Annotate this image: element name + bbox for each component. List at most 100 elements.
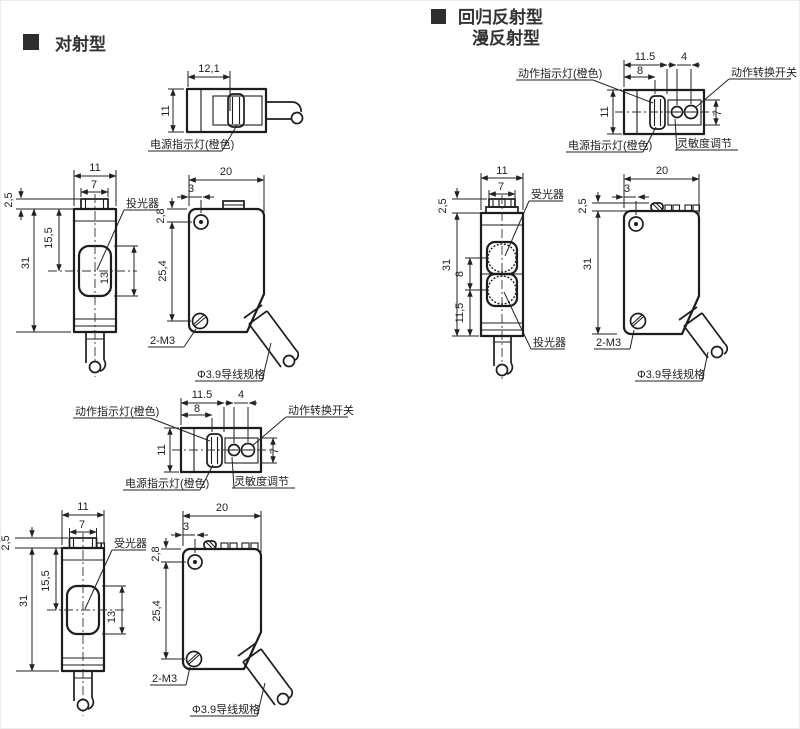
cable bbox=[266, 101, 304, 125]
cable bbox=[243, 304, 300, 368]
label-cable-spec: Φ3.9导线规格 bbox=[197, 367, 265, 381]
leader-line bbox=[701, 351, 709, 382]
label-sensitivity: 灵敏度调节 bbox=[234, 474, 289, 488]
view-emitter-side: 20 3 2,8 25,4 2-M3 Φ3.9导线规格 bbox=[148, 166, 300, 382]
dim-width: 11 bbox=[496, 165, 507, 177]
view-reflective-front: 11 7 2,5 31 8 11,5 受光器 投光器 bbox=[437, 165, 566, 381]
section-title-through-beam: 对射型 bbox=[23, 34, 106, 54]
dim-hole-top: 2,8 bbox=[155, 208, 167, 223]
section-title-text: 对射型 bbox=[55, 34, 106, 54]
dim-hole-pitch: 25,4 bbox=[157, 260, 169, 281]
dim-height: 31 bbox=[18, 595, 30, 607]
leader-line bbox=[504, 200, 530, 257]
label-operation-switch: 动作转换开关 bbox=[288, 403, 354, 417]
leader-line bbox=[221, 124, 238, 152]
label-emitter: 投光器 bbox=[126, 196, 159, 210]
dim-bump-height: 2,5 bbox=[1, 535, 12, 550]
led-dome bbox=[203, 540, 217, 550]
leader-line bbox=[149, 417, 211, 442]
dim-lens-height: 13 bbox=[99, 272, 111, 284]
cable bbox=[237, 642, 294, 706]
view-emitter-front: 11 7 2,5 15,5 31 13 投光器 bbox=[3, 162, 159, 377]
indicator-lens-window bbox=[206, 433, 223, 468]
leader-line bbox=[185, 666, 191, 686]
dim-hole-top: 2,8 bbox=[150, 546, 162, 561]
dim-height: 31 bbox=[441, 259, 453, 271]
dim-lens-pitch: 8 bbox=[454, 271, 466, 277]
label-sensitivity: 灵敏度调节 bbox=[677, 136, 732, 150]
leader-line bbox=[694, 78, 730, 109]
label-power-led: 电源指示灯(橙色) bbox=[150, 137, 234, 151]
dim-b: 4 bbox=[238, 389, 244, 401]
dim-depth: 20 bbox=[216, 502, 228, 514]
label-cable-spec: Φ3.9导线规格 bbox=[637, 367, 705, 381]
leader-line bbox=[84, 549, 113, 610]
dim-height: 11 bbox=[160, 105, 172, 116]
dim-bump-height: 2,5 bbox=[437, 198, 449, 213]
label-power-led: 电源指示灯(橙色) bbox=[568, 138, 652, 152]
section-title-text-line1: 回归反射型 bbox=[458, 7, 543, 27]
leader-line bbox=[261, 342, 272, 382]
switch-panel bbox=[667, 99, 702, 126]
dim-hole-offset: 3 bbox=[183, 521, 189, 533]
dim-width: 11 bbox=[89, 162, 100, 174]
dim-depth: 20 bbox=[656, 165, 668, 177]
view-emitter-top: 12,1 11 电源指示灯(橙色) bbox=[148, 63, 304, 152]
dim-c: 8 bbox=[637, 65, 643, 77]
cable bbox=[85, 332, 107, 374]
dim-c: 8 bbox=[194, 403, 200, 415]
dim-height: 11 bbox=[156, 444, 168, 455]
dim-width: 12,1 bbox=[198, 63, 219, 75]
dim-bump-width: 7 bbox=[498, 181, 504, 193]
housing-outline bbox=[622, 209, 701, 336]
dim-bump-height: 2,5 bbox=[3, 192, 15, 207]
dim-lens-center: 15,5 bbox=[40, 570, 52, 591]
section-title-text-line2: 漫反射型 bbox=[472, 28, 540, 48]
dim-bump-width: 7 bbox=[79, 519, 85, 531]
leader-line bbox=[251, 416, 287, 447]
dim-height: 31 bbox=[582, 258, 594, 270]
dim-hole-pitch: 25,4 bbox=[151, 600, 163, 621]
leader-line bbox=[642, 126, 657, 153]
dim-panel-height: 7 bbox=[269, 448, 281, 454]
dim-lens-bottom: 11,5 bbox=[454, 303, 466, 324]
view-receiver-front: 11 7 2,5 15,5 31 13 受光器 bbox=[1, 501, 147, 716]
label-power-led: 电源指示灯(橙色) bbox=[125, 476, 209, 490]
view-receiver-top: 11.5 8 4 11 7 动作指示灯(橙色) 动作转换开关 电源指示灯(橙色)… bbox=[73, 389, 354, 491]
indicator-lens-window bbox=[649, 95, 666, 130]
dim-bump-width: 7 bbox=[91, 179, 97, 191]
label-mounting-holes: 2-M3 bbox=[596, 337, 621, 349]
dim-height: 31 bbox=[20, 257, 32, 269]
label-mounting-holes: 2-M3 bbox=[150, 335, 175, 347]
dim-hole-offset: 3 bbox=[624, 183, 630, 195]
dim-height: 11 bbox=[599, 106, 611, 117]
dim-panel-height: 7 bbox=[712, 110, 724, 116]
dim-depth: 20 bbox=[220, 166, 232, 178]
label-mounting-holes: 2-M3 bbox=[152, 673, 177, 685]
cable bbox=[493, 336, 514, 377]
label-emitter: 投光器 bbox=[533, 335, 566, 349]
leader-line bbox=[231, 456, 235, 489]
leader-line bbox=[96, 209, 125, 271]
housing-outline bbox=[185, 87, 268, 134]
label-cable-spec: Φ3.9导线规格 bbox=[192, 702, 260, 716]
label-operation-led: 动作指示灯(橙色) bbox=[518, 66, 602, 80]
leader-line bbox=[199, 464, 214, 491]
label-operation-switch: 动作转换开关 bbox=[731, 65, 797, 79]
dim-b: 4 bbox=[681, 51, 687, 63]
dim-hole-offset: 3 bbox=[188, 183, 194, 195]
view-receiver-side: 20 3 2,8 25,4 2-M3 Φ3.9导线规格 bbox=[150, 502, 294, 717]
section-title-reflective: 回归反射型 漫反射型 bbox=[431, 7, 543, 48]
dim-width: 11 bbox=[77, 501, 88, 513]
leader-line bbox=[592, 79, 654, 104]
section-bullet-square bbox=[23, 34, 39, 50]
mounting-hole-screw bbox=[191, 312, 209, 330]
label-receiver: 受光器 bbox=[114, 536, 147, 550]
housing-outline bbox=[181, 547, 263, 671]
label-receiver: 受光器 bbox=[531, 187, 564, 201]
leader-line bbox=[183, 328, 197, 348]
label-operation-led: 动作指示灯(橙色) bbox=[75, 404, 159, 418]
top-connector-bump bbox=[80, 198, 109, 210]
